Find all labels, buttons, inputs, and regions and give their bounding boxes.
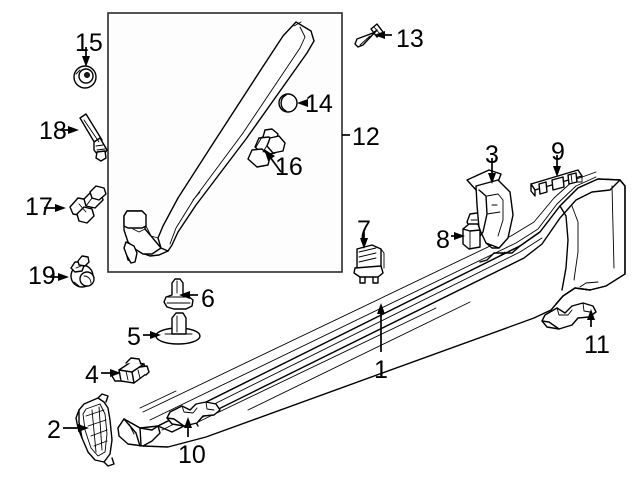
callout-label-4[interactable]: 4: [85, 361, 99, 389]
callout-label-8[interactable]: 8: [436, 226, 450, 254]
pillar-trim-detail-inset: [107, 12, 343, 273]
callout-label-18[interactable]: 18: [39, 117, 67, 145]
callout-label-3[interactable]: 3: [485, 141, 499, 169]
pillar-trim-body: [123, 21, 315, 264]
mushroom-head-push-pin: [155, 312, 201, 345]
eyelet-washer-grommet: [73, 65, 97, 89]
square-clip-retainer: [111, 357, 150, 384]
callout-label-14[interactable]: 14: [305, 90, 333, 118]
long-stud-bolt: [79, 113, 108, 162]
grommet-push-rivet: [163, 278, 194, 310]
callout-label-19[interactable]: 19: [28, 262, 56, 290]
callout-label-9[interactable]: 9: [551, 138, 565, 166]
double-wedge-clip: [69, 185, 107, 224]
callout-label-2[interactable]: 2: [47, 416, 61, 444]
front-sill-clip-bracket: [166, 401, 221, 427]
retainer-block-clip: [353, 244, 385, 284]
reinforcement-strip: [530, 169, 583, 197]
callout-leaders: [44, 31, 595, 437]
callout-label-11[interactable]: 11: [584, 331, 610, 359]
callout-label-15[interactable]: 15: [75, 29, 103, 57]
rear-mounting-bracket: [466, 169, 514, 249]
callout-label-17[interactable]: 17: [25, 193, 53, 221]
ball-stud-pin: [70, 255, 95, 288]
small-wedge-spacer: [462, 223, 481, 250]
round-cap-plug: [278, 93, 298, 113]
callout-label-1[interactable]: 1: [374, 356, 388, 384]
callout-label-6[interactable]: 6: [201, 285, 215, 313]
callout-label-7[interactable]: 7: [357, 216, 371, 244]
callout-label-16[interactable]: 16: [275, 153, 303, 181]
callout-label-13[interactable]: 13: [396, 25, 424, 53]
callout-label-10[interactable]: 10: [178, 441, 206, 469]
callout-label-12[interactable]: 12: [352, 123, 380, 151]
callout-label-5[interactable]: 5: [127, 323, 141, 351]
pillar-trim-spring-clip: [247, 128, 286, 168]
